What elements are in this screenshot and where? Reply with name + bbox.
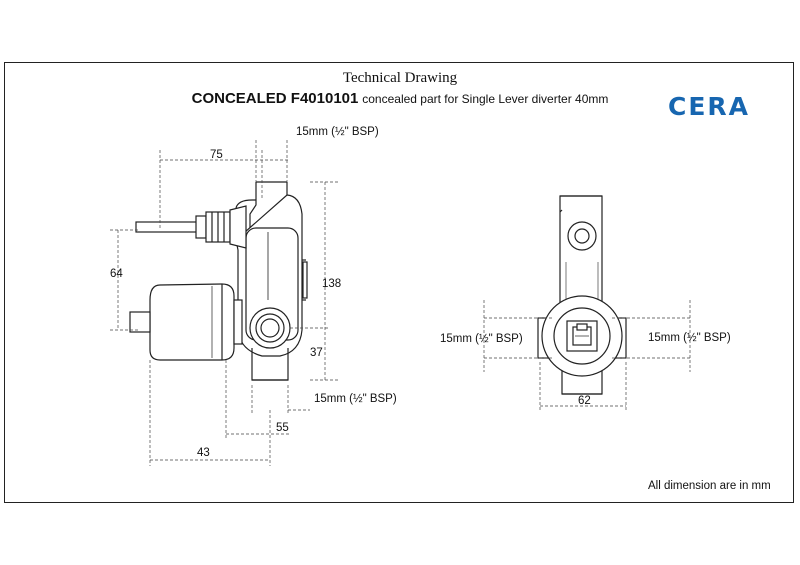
- dim-75: 75: [210, 149, 223, 161]
- units-note: All dimension are in mm: [648, 480, 771, 492]
- dim-left-pipe: 15mm (½" BSP): [440, 333, 523, 345]
- cera-logo: CERA: [668, 92, 751, 121]
- front-view: [537, 195, 627, 395]
- dim-55: 55: [276, 422, 289, 434]
- dim-43: 43: [197, 447, 210, 459]
- drawing-title: Technical Drawing: [342, 70, 458, 86]
- side-view: [129, 181, 308, 381]
- dim-62: 62: [578, 395, 591, 407]
- dim-138: 138: [322, 278, 341, 290]
- dim-37: 37: [310, 347, 323, 359]
- side-view-dimensions: [110, 140, 340, 466]
- model-description: concealed part for Single Lever diverter…: [362, 92, 609, 106]
- dim-top-pipe: 15mm (½" BSP): [296, 126, 379, 138]
- model-number: CONCEALED F4010101: [191, 90, 359, 107]
- drawing-frame: [4, 62, 794, 503]
- dim-64: 64: [110, 268, 123, 280]
- dim-bottom-pipe: 15mm (½" BSP): [314, 393, 397, 405]
- front-view-dimensions: [483, 300, 691, 412]
- drawing-subtitle: CONCEALED F4010101 concealed part for Si…: [0, 90, 800, 107]
- dim-right-pipe: 15mm (½" BSP): [648, 332, 731, 344]
